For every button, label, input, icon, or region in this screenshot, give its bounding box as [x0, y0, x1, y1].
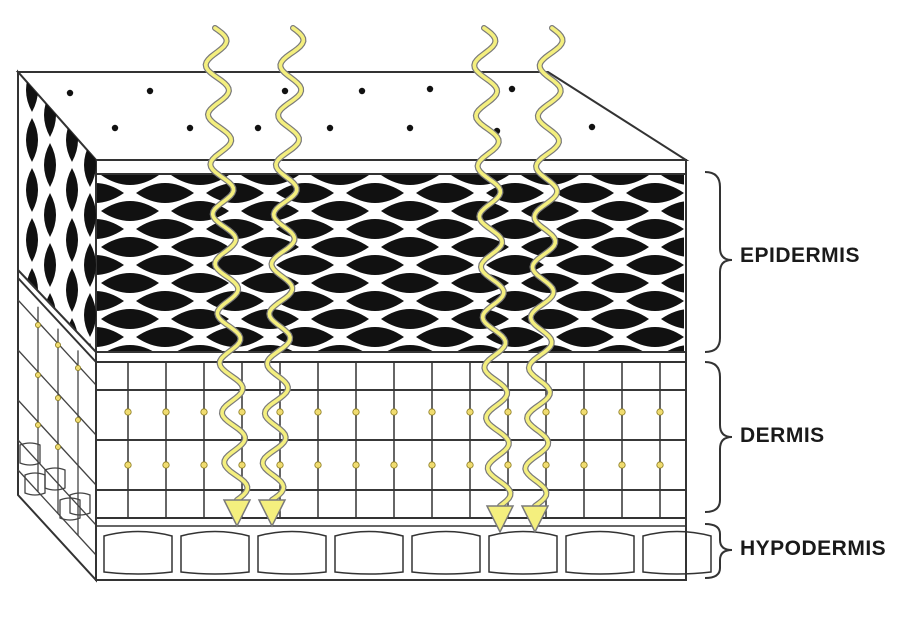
fiber-node — [390, 408, 398, 416]
fiber-node — [618, 408, 626, 416]
pore-dot — [358, 87, 366, 95]
pore-dot — [406, 124, 414, 132]
fiber-node — [276, 408, 284, 416]
fiber-node — [504, 461, 512, 469]
fat-cell — [334, 530, 404, 575]
wavy-arrow-icon — [520, 25, 566, 534]
dermis-label: DERMIS — [740, 424, 825, 447]
fiber-node — [428, 461, 436, 469]
fiber-node — [314, 461, 322, 469]
fiber-node — [200, 408, 208, 416]
fiber-node — [656, 408, 664, 416]
layer-braces — [704, 171, 733, 579]
pore-dot — [254, 124, 262, 132]
fiber-node — [542, 408, 550, 416]
pore-dot — [66, 89, 74, 97]
pore-dot — [588, 123, 596, 131]
pore-dot — [186, 124, 194, 132]
pore-dot — [426, 85, 434, 93]
fiber-node — [75, 416, 82, 423]
fiber-node — [35, 371, 42, 378]
epidermis-layer — [95, 159, 687, 363]
fat-cell — [411, 530, 481, 575]
fiber-node — [55, 341, 62, 348]
fiber-node — [55, 443, 62, 450]
epidermis-label: EPIDERMIS — [740, 244, 861, 267]
fiber-node — [35, 421, 42, 428]
fat-cell — [103, 530, 173, 575]
fiber-node — [124, 461, 132, 469]
wavy-arrow-icon — [202, 25, 252, 528]
fiber-node — [352, 461, 360, 469]
fiber-node — [162, 461, 170, 469]
fiber-node — [580, 408, 588, 416]
fiber-node — [352, 408, 360, 416]
epidermis-brace — [704, 171, 733, 353]
dermis-brace — [704, 361, 733, 513]
hypodermis-brace — [704, 523, 733, 579]
hypodermis-label: HYPODERMIS — [740, 537, 887, 560]
fiber-node — [504, 408, 512, 416]
pore-dot — [111, 124, 119, 132]
fat-cell — [642, 530, 712, 575]
fiber-node — [542, 461, 550, 469]
wavy-arrow-icon — [257, 25, 307, 528]
fiber-node — [390, 461, 398, 469]
fat-cell — [257, 530, 327, 575]
pore-dot — [508, 85, 516, 93]
fiber-node — [55, 394, 62, 401]
fiber-node — [238, 408, 246, 416]
fiber-node — [314, 408, 322, 416]
fiber-node — [124, 408, 132, 416]
fiber-node — [200, 461, 208, 469]
fiber-node — [428, 408, 436, 416]
pore-dot — [146, 87, 154, 95]
pore-dot — [281, 87, 289, 95]
wavy-arrow-icon — [471, 25, 515, 534]
fat-cell — [180, 530, 250, 575]
fat-cell — [488, 530, 558, 575]
pore-dot — [326, 124, 334, 132]
fiber-node — [656, 461, 664, 469]
fiber-node — [276, 461, 284, 469]
fiber-node — [466, 461, 474, 469]
fiber-node — [35, 321, 42, 328]
uv-rays — [202, 25, 566, 534]
fiber-node — [162, 408, 170, 416]
fiber-node — [618, 461, 626, 469]
fat-cell — [565, 530, 635, 575]
skin-surface — [15, 71, 690, 161]
fiber-node — [238, 461, 246, 469]
fiber-node — [580, 461, 588, 469]
fiber-node — [75, 364, 82, 371]
fiber-node — [466, 408, 474, 416]
hypodermis-layer — [95, 517, 712, 581]
dermis-layer — [95, 361, 687, 519]
